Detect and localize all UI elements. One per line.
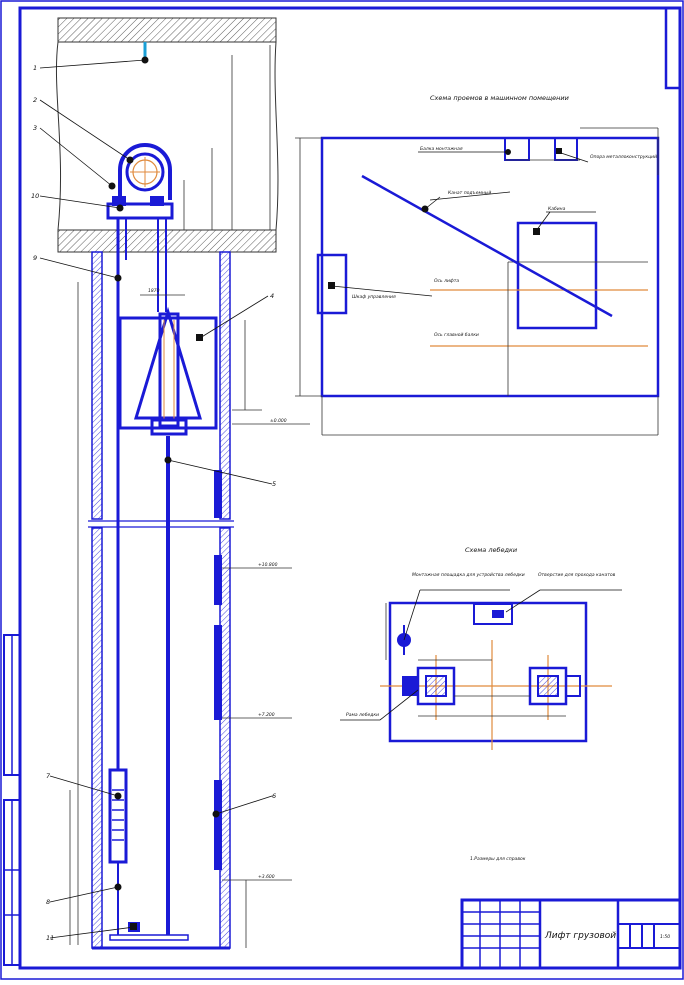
top-corner-stamp bbox=[664, 8, 680, 90]
elevation-label: +7.200 bbox=[258, 712, 275, 718]
elevation-label: +3.600 bbox=[258, 874, 275, 880]
sheet-inner-frame bbox=[18, 6, 682, 970]
drawing-name: Лифт грузовой bbox=[544, 931, 616, 941]
frame-label: Рама лебедки bbox=[346, 712, 379, 718]
callout-label: 7 bbox=[46, 772, 51, 780]
dimension-lines: 1870 bbox=[69, 45, 271, 948]
callout-label: 3 bbox=[33, 124, 37, 132]
title-block: Лифт грузовой 1:50 bbox=[460, 898, 682, 970]
scale-text: 1:50 bbox=[660, 934, 670, 940]
callout-label: 11 bbox=[46, 934, 54, 942]
winch-install-label: Монтажная площадка для устройства лебедк… bbox=[412, 572, 525, 578]
winch-sheave bbox=[106, 143, 174, 220]
footer-note: 1.Размеры для справок bbox=[470, 856, 526, 862]
elevator-cabin bbox=[118, 306, 218, 436]
elevation-label: ±0.000 bbox=[270, 418, 287, 424]
hook-beam-label: Балка монтажная bbox=[420, 146, 463, 152]
callout-label: 5 bbox=[272, 480, 276, 488]
left-margin-stamp bbox=[3, 634, 21, 966]
machine-axis-label: Ось главной балки bbox=[434, 332, 479, 338]
opening-scheme: Схема проемов в машинном помещении bbox=[295, 94, 660, 436]
callout-numbers: 1 2 3 10 9 4 5 6 7 8 11 bbox=[31, 64, 276, 942]
cabin-label: Кабина bbox=[548, 206, 566, 212]
callout-label: 2 bbox=[33, 96, 37, 104]
svg-text:1870: 1870 bbox=[148, 288, 160, 294]
callout-label: 1 bbox=[33, 64, 37, 72]
elevation-label: +10.800 bbox=[258, 562, 278, 568]
hoist-ropes bbox=[116, 218, 170, 935]
elevation-marks: +10.800 +7.200 +3.600 ±0.000 bbox=[222, 418, 310, 881]
elevator-shaft bbox=[88, 251, 234, 950]
callout-leaders bbox=[39, 56, 273, 939]
counterweight bbox=[108, 768, 189, 941]
winch-plan-title: Схема лебедки bbox=[465, 546, 517, 554]
callout-label: 6 bbox=[272, 792, 276, 800]
callout-label: 10 bbox=[31, 192, 39, 200]
rope-axis-label: Канат подъемный bbox=[448, 190, 491, 196]
lift-axis-label: Ось лифта bbox=[434, 278, 459, 284]
callout-label: 8 bbox=[46, 898, 50, 906]
support-label: Опора металлоконструкций bbox=[590, 154, 657, 160]
winch-plan: Схема лебедки Монтажная площадка для уст… bbox=[340, 546, 622, 750]
callout-label: 9 bbox=[33, 254, 37, 262]
callout-label: 4 bbox=[270, 292, 274, 300]
rope-hole-label: Отверстие для прохода канатов bbox=[538, 572, 616, 578]
opening-scheme-title: Схема проемов в машинном помещении bbox=[430, 94, 569, 102]
control-box-label: Шкаф управления bbox=[352, 294, 396, 300]
